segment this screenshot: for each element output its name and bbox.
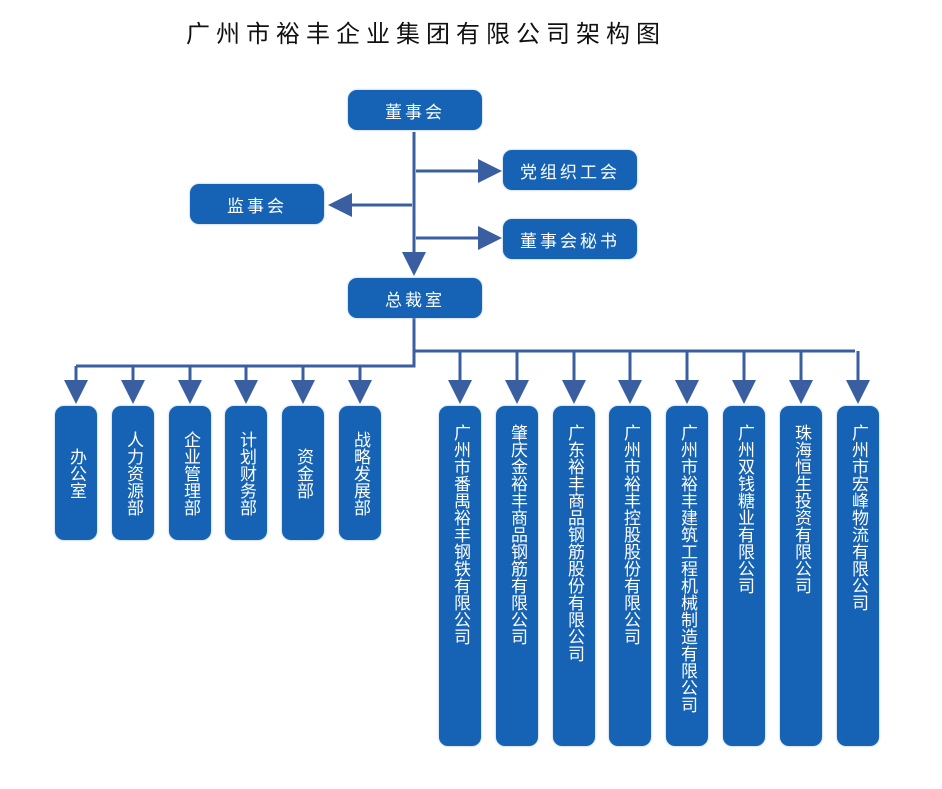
- subsidiary-box[interactable]: 广州双钱糖业有限公司: [723, 406, 765, 746]
- board-label: 董事会: [385, 102, 445, 123]
- board-secretary-box[interactable]: 董事会秘书: [503, 219, 637, 259]
- president-to-bus: [412, 318, 855, 353]
- board-secretary-label: 董事会秘书: [520, 231, 620, 252]
- party-union-label: 党组织工会: [520, 162, 620, 183]
- subsidiary-box[interactable]: 广州市宏峰物流有限公司: [837, 406, 879, 746]
- subsidiary-box-label: 珠海恒生投资有限公司: [791, 424, 811, 594]
- subsidiary-box-label: 广州市宏峰物流有限公司: [848, 424, 868, 611]
- department-box[interactable]: 计划财务部: [225, 406, 267, 540]
- department-box-label: 人力资源部: [123, 430, 143, 516]
- subsidiary-box-label: 广州市裕丰控股股份有限公司: [620, 424, 640, 645]
- subsidiary-box[interactable]: 肇庆金裕丰商品钢筋有限公司: [496, 406, 538, 746]
- subsidiary-box[interactable]: 广州市裕丰建筑工程机械制造有限公司: [666, 406, 708, 746]
- chart-title: 广州市裕丰企业集团有限公司架构图: [186, 20, 666, 48]
- department-box[interactable]: 办公室: [55, 406, 97, 540]
- president-office-label: 总裁室: [385, 290, 445, 311]
- board-box[interactable]: 董事会: [348, 90, 482, 130]
- supervisors-box[interactable]: 监事会: [190, 184, 324, 224]
- supervisors-label: 监事会: [227, 196, 287, 217]
- subsidiary-box[interactable]: 广东裕丰商品钢筋股份有限公司: [553, 406, 595, 746]
- subsidiary-box[interactable]: 广州市番禺裕丰钢铁有限公司: [439, 406, 481, 746]
- department-box-label: 计划财务部: [236, 430, 256, 516]
- department-box[interactable]: 人力资源部: [112, 406, 154, 540]
- subsidiary-box-label: 肇庆金裕丰商品钢筋有限公司: [507, 424, 527, 645]
- president-office-box[interactable]: 总裁室: [348, 278, 482, 318]
- department-box[interactable]: 企业管理部: [169, 406, 211, 540]
- subsidiary-box[interactable]: 珠海恒生投资有限公司: [780, 406, 822, 746]
- subsidiary-box-label: 广州双钱糖业有限公司: [734, 424, 754, 594]
- department-box-label: 资金部: [293, 447, 313, 499]
- department-box[interactable]: 战略发展部: [339, 406, 381, 540]
- department-box-label: 战略发展部: [350, 430, 370, 516]
- subsidiary-box-label: 广州市裕丰建筑工程机械制造有限公司: [677, 424, 697, 713]
- department-box[interactable]: 资金部: [282, 406, 324, 540]
- subsidiary-box-label: 广州市番禺裕丰钢铁有限公司: [450, 424, 470, 645]
- dept-bus: [76, 351, 416, 368]
- subsidiary-box[interactable]: 广州市裕丰控股股份有限公司: [609, 406, 651, 746]
- department-box-label: 办公室: [66, 447, 86, 499]
- department-box-label: 企业管理部: [180, 430, 200, 516]
- party-union-box[interactable]: 党组织工会: [503, 150, 637, 190]
- subsidiary-box-label: 广东裕丰商品钢筋股份有限公司: [564, 424, 584, 662]
